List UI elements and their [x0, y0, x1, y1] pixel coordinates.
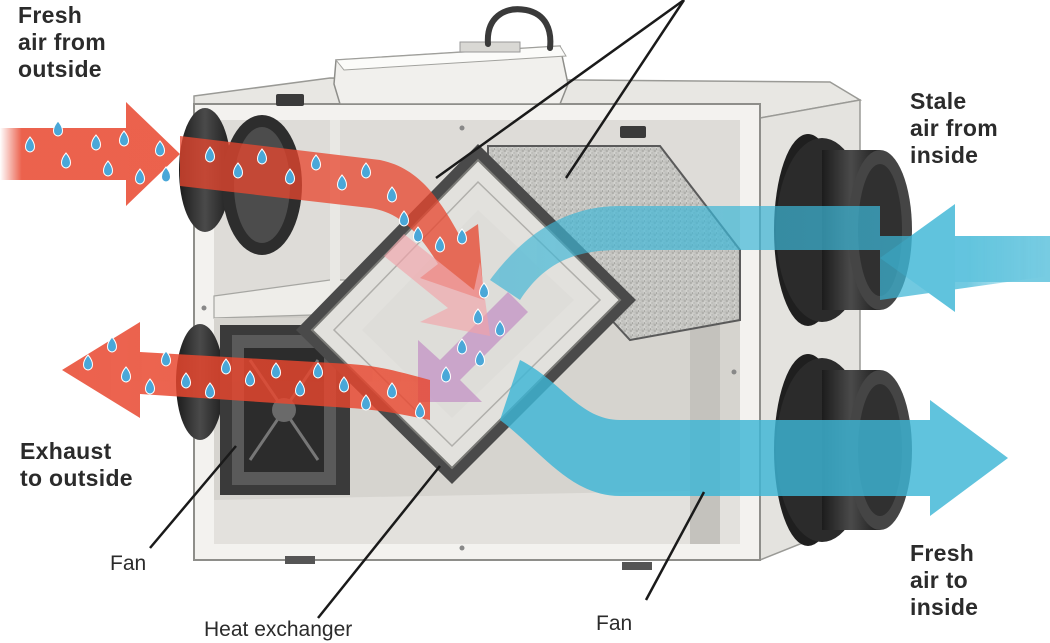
hrv-diagram [0, 0, 1050, 619]
water-drop-icon [107, 336, 117, 353]
water-drop-icon [103, 160, 113, 177]
label-exhaust-to-outside: Exhaust to outside [20, 438, 133, 492]
water-drop-icon [119, 130, 129, 147]
water-drop-icon [413, 226, 423, 243]
water-drop-icon [457, 228, 467, 245]
water-drop-icon [457, 338, 467, 355]
water-drop-icon [311, 154, 321, 171]
water-drop-icon [337, 174, 347, 191]
water-drop-icon [205, 146, 215, 163]
water-drop-icon [285, 168, 295, 185]
water-drop-icon [233, 162, 243, 179]
water-drop-icon [473, 308, 483, 325]
water-drop-icon [361, 394, 371, 411]
water-drop-icon [245, 370, 255, 387]
water-drop-icon [205, 382, 215, 399]
water-drop-icon [479, 282, 489, 299]
water-drop-icon [435, 236, 445, 253]
label-stale-air-from-inside: Stale air from inside [910, 88, 999, 169]
water-drop-icon [495, 320, 505, 337]
leader-lines [149, 0, 706, 619]
warm-air-stream [0, 102, 490, 420]
water-drop-icon [121, 366, 131, 383]
water-drop-icon [161, 350, 171, 367]
label-heat-exchanger: Heat exchanger [204, 618, 353, 641]
water-drop-icon [155, 140, 165, 157]
water-drop-icon [135, 168, 145, 185]
water-drop-icon [53, 120, 63, 137]
water-drop-icon [25, 136, 35, 153]
water-drop-icon [475, 350, 485, 367]
water-drop-icon [415, 402, 425, 419]
water-drop-icon [387, 186, 397, 203]
control-box [333, 6, 569, 105]
label-fresh-air-from-outside: Fresh air from outside [18, 2, 107, 83]
label-fan-left: Fan [110, 552, 147, 575]
water-drop-icon [25, 120, 505, 419]
water-drop-icon [387, 382, 397, 399]
water-drop-icon [161, 166, 171, 183]
label-fan-right: Fan [596, 612, 633, 635]
water-drop-icon [145, 378, 155, 395]
water-drop-icon [339, 376, 349, 393]
water-drop-icon [271, 362, 281, 379]
water-drop-icon [361, 162, 371, 179]
water-drop-icon [313, 362, 323, 379]
water-drop-icon [83, 354, 93, 371]
water-drop-icon [399, 210, 409, 227]
label-fresh-air-to-inside: Fresh air to inside [910, 540, 979, 621]
water-drop-icon [61, 152, 71, 169]
water-drop-icon [441, 366, 451, 383]
water-drop-icon [221, 358, 231, 375]
water-drop-icon [91, 134, 101, 151]
water-drop-icon [181, 372, 191, 389]
water-drop-icon [257, 148, 267, 165]
water-drop-icon [295, 380, 305, 397]
